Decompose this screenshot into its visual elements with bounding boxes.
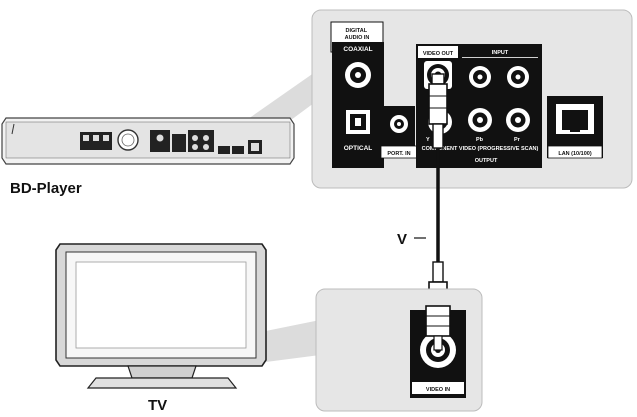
cable-icon — [428, 73, 448, 313]
component-y-label: Y — [426, 137, 430, 143]
input-label-underline — [462, 57, 538, 58]
tv-illustration — [55, 243, 267, 389]
coaxial-jack-icon — [345, 62, 371, 88]
coaxial-label: COAXIAL — [343, 46, 372, 53]
component-pr-label: Pr — [514, 137, 521, 143]
video-in-label-box — [412, 382, 464, 394]
port-in-label: PORT. IN — [387, 151, 410, 157]
lan-port-icon — [556, 104, 594, 134]
component-pb-label: Pb — [476, 137, 484, 143]
bd-player-label: BD-Player — [10, 180, 82, 197]
digital-audio-in-label: DIGITAL AUDIO IN — [345, 28, 370, 41]
tv-label: TV — [148, 397, 167, 414]
input-right-jack-icon — [507, 66, 529, 88]
component-video-label: COMPONENT VIDEO (PROGRESSIVE SCAN) — [422, 146, 539, 152]
input-left-jack-icon — [469, 66, 491, 88]
input-label: INPUT — [492, 50, 509, 56]
optical-label: OPTICAL — [344, 145, 373, 152]
rca-plug-icon — [425, 305, 451, 351]
video-in-label: VIDEO IN — [426, 387, 450, 393]
video-out-label-box — [418, 46, 458, 58]
port-in-jack-icon — [390, 115, 408, 133]
lan-label: LAN (10/100) — [558, 151, 591, 157]
component-pb-jack-icon — [468, 108, 492, 132]
lan-label-box — [547, 145, 603, 159]
bd-player-illustration — [1, 117, 295, 165]
video-out-label: VIDEO OUT — [423, 51, 454, 57]
cable-v-label: V — [397, 231, 407, 248]
output-label: OUTPUT — [475, 158, 498, 164]
optical-jack-icon — [346, 110, 370, 134]
component-pr-jack-icon — [506, 108, 530, 132]
